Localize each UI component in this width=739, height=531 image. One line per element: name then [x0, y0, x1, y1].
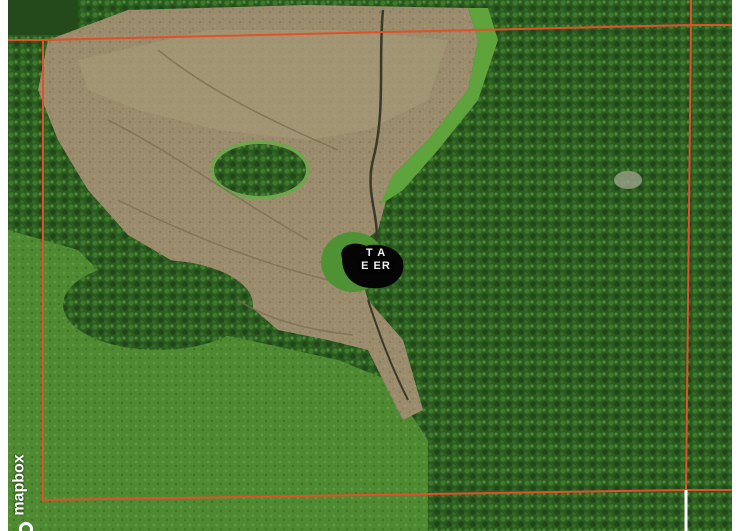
pond — [341, 243, 404, 289]
stream-channels — [107, 49, 354, 336]
forest-island — [214, 144, 306, 196]
marsh-edge-bright — [380, 8, 498, 205]
map-imagery — [8, 0, 732, 531]
forest-clearing — [614, 171, 642, 189]
marsh-highlight — [78, 30, 448, 140]
mapbox-logo-text: mapbox — [10, 454, 28, 516]
page-margin — [732, 0, 739, 531]
forest-strip-top — [8, 0, 78, 35]
mapbox-logo-icon — [19, 522, 33, 531]
stream-branch — [367, 299, 409, 401]
island-rim — [210, 140, 310, 200]
stream — [368, 9, 385, 256]
satellite-map[interactable]: T A E ER mapbox — [8, 0, 732, 531]
forest-patch — [63, 260, 253, 350]
mapbox-attribution[interactable]: mapbox — [10, 446, 44, 531]
